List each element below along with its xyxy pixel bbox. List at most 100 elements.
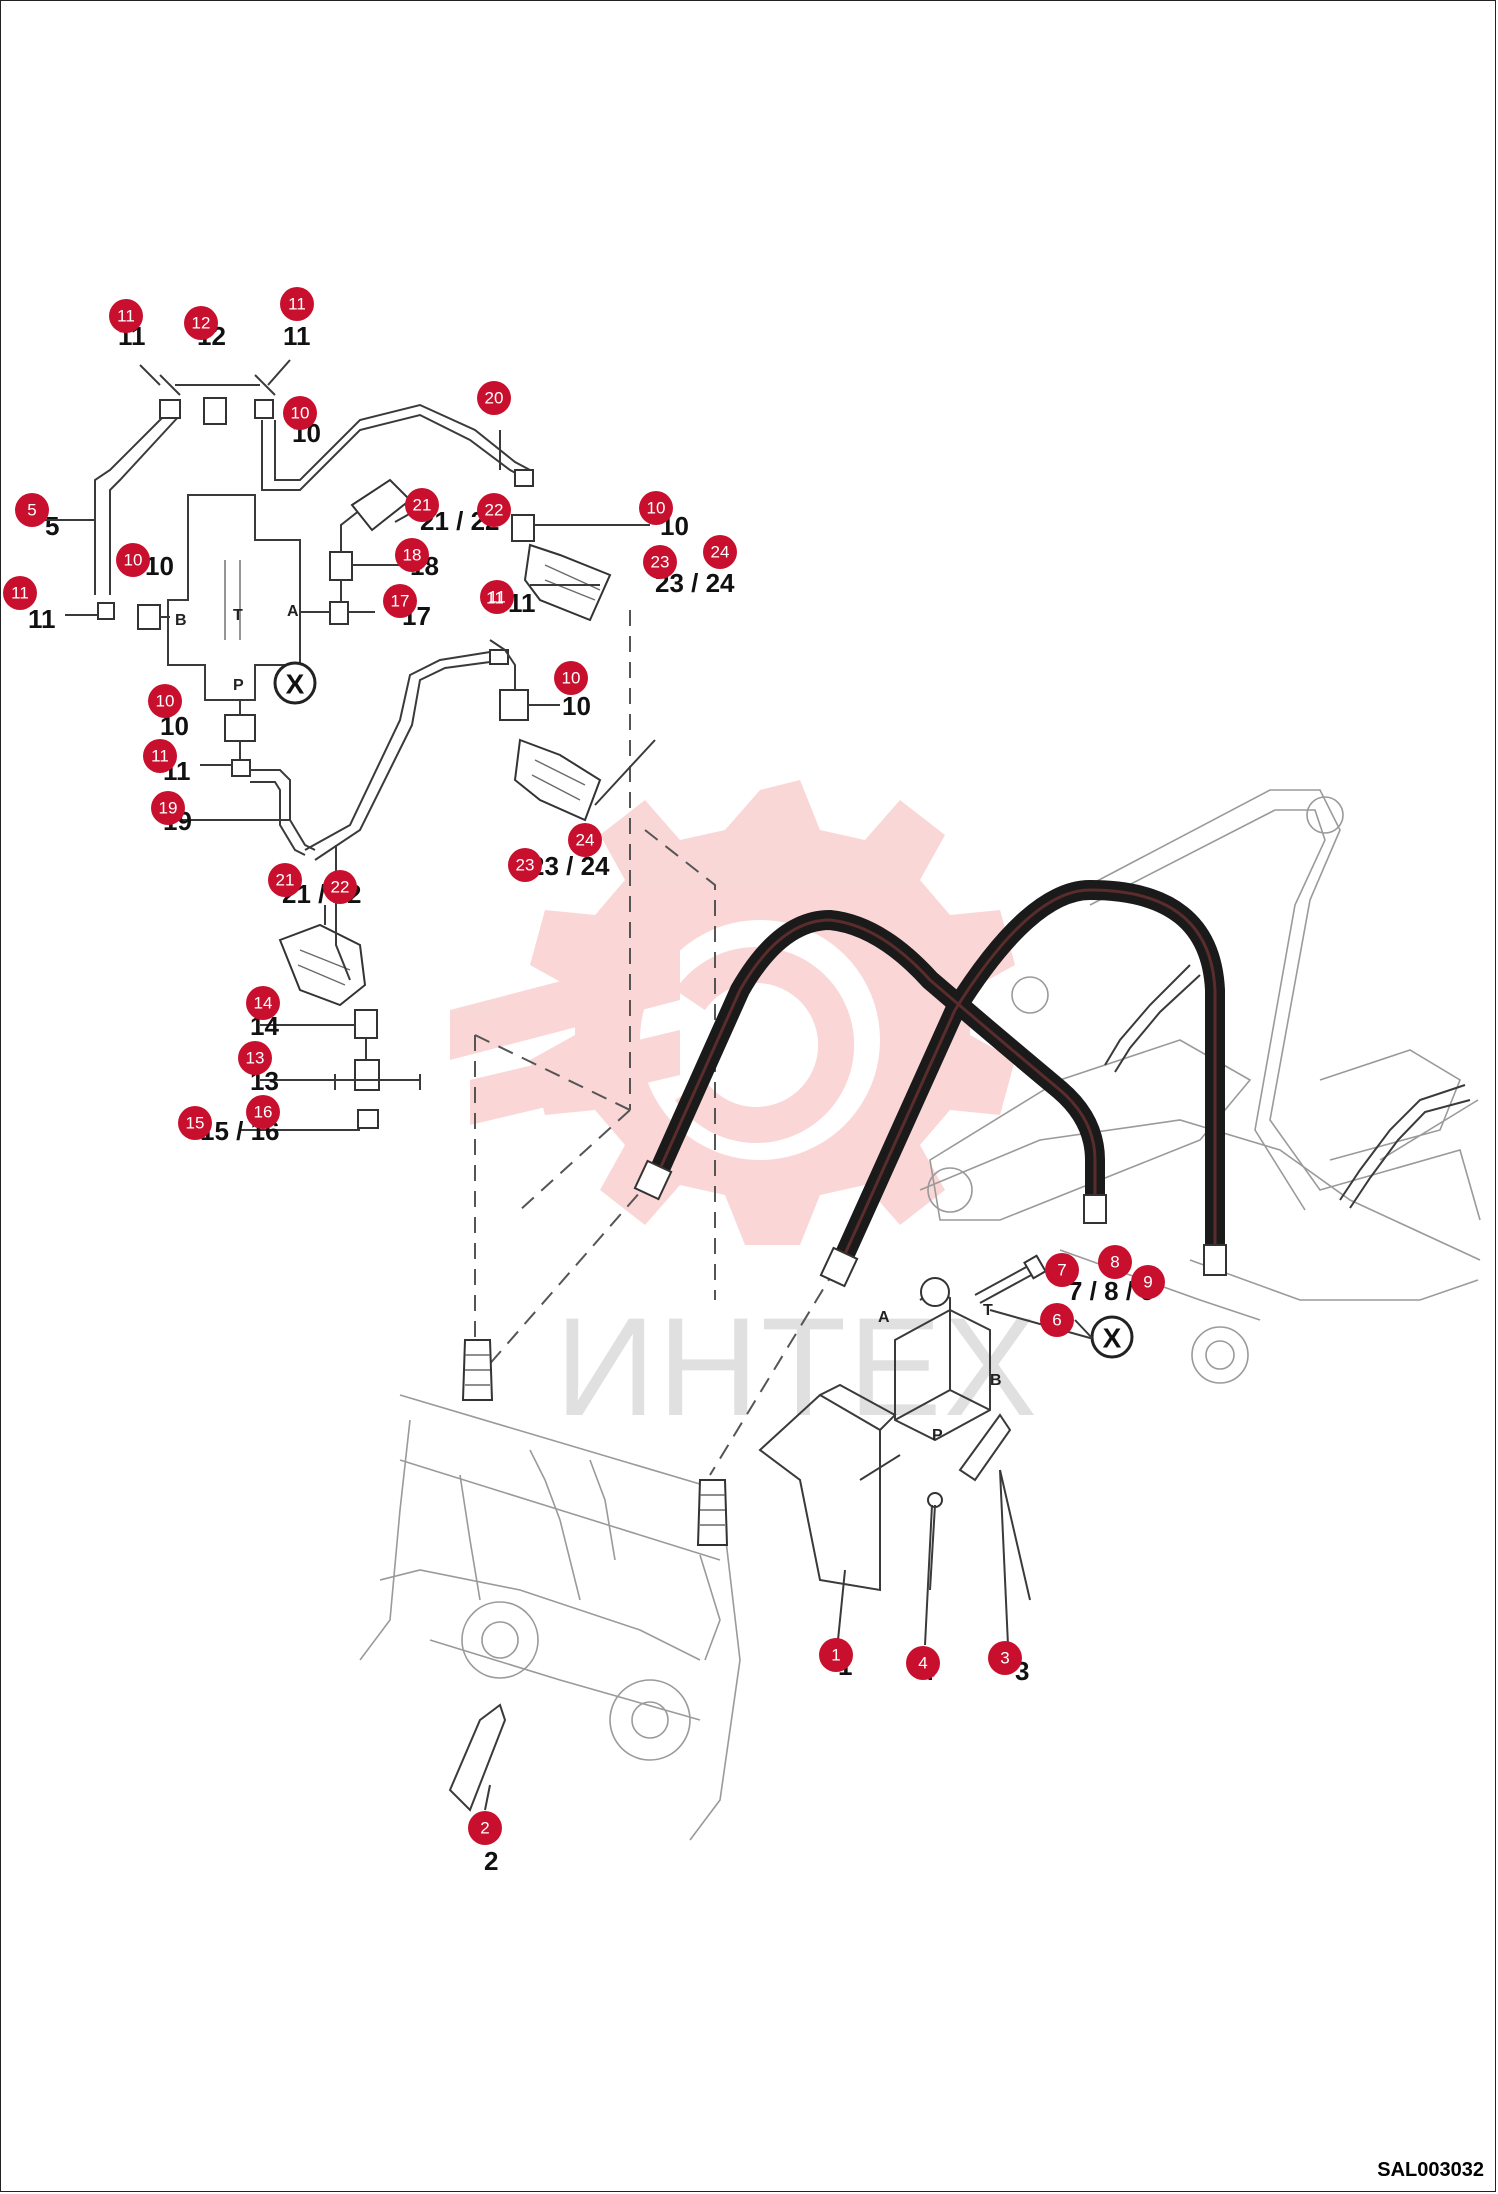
svg-text:3: 3 [1000,1649,1009,1668]
callout-23-b: 23 [508,848,542,882]
svg-text:11: 11 [151,747,169,766]
svg-text:6: 6 [1052,1311,1061,1330]
svg-text:22: 22 [485,501,504,520]
svg-text:9: 9 [1143,1273,1152,1292]
port-label-b-upper: B [175,612,187,629]
svg-text:10: 10 [647,499,666,518]
svg-text:24: 24 [711,543,730,562]
main-hoses [633,880,1227,1288]
callout-1: 1 [819,1638,853,1672]
svg-text:21: 21 [276,871,295,890]
quick-coupler [359,1339,741,1841]
callout-11-f: 11 [486,589,504,608]
callout-16: 16 [246,1095,280,1129]
callout-4: 4 [906,1646,940,1680]
svg-text:10: 10 [124,551,143,570]
svg-text:10: 10 [291,404,310,423]
callout-13: 13 [238,1041,272,1075]
svg-text:5: 5 [27,501,36,520]
callout-22-a: 22 [477,493,511,527]
callout-11-b: 11 [280,287,314,321]
svg-text:10: 10 [562,669,581,688]
callout-20: 20 [477,381,511,415]
port-label-t-lower: T [983,1302,993,1319]
callout-24-a: 24 [703,535,737,569]
label-11-left: 11 [28,604,56,634]
svg-text:22: 22 [331,878,350,897]
port-label-t-upper: T [233,607,243,624]
callout-22-b: 22 [323,870,357,904]
svg-text:1: 1 [831,1646,840,1665]
callout-3: 3 [988,1641,1022,1675]
control-valve-assembly: A T B P [758,1254,1092,1601]
callout-5: 5 [15,493,49,527]
callout-11-e: 11 [143,739,177,773]
port-label-a-lower: A [878,1309,890,1326]
svg-text:13: 13 [246,1049,265,1068]
callout-11-d: 11 [480,580,514,614]
callout-17: 17 [383,584,417,618]
svg-text:4: 4 [918,1654,927,1673]
callout-21-b: 21 [268,863,302,897]
callout-19: 19 [151,791,185,825]
svg-text:11: 11 [288,295,306,314]
svg-text:18: 18 [403,546,422,565]
callout-14: 14 [246,986,280,1020]
callout-12: 12 [184,306,218,340]
callout-6: 6 [1040,1303,1074,1337]
callout-10-d: 10 [554,661,588,695]
svg-text:20: 20 [485,389,504,408]
coupler-detail [240,905,421,1131]
callout-9: 9 [1131,1265,1165,1299]
svg-text:11: 11 [486,589,504,608]
svg-text:11: 11 [117,307,135,326]
port-label-b-lower: B [990,1372,1002,1389]
valve-schematic: B T A P [65,359,650,861]
callout-11-a: 11 [109,299,143,333]
x-marker-upper: X [273,661,317,705]
svg-text:15: 15 [186,1114,205,1133]
svg-text:X: X [286,669,305,700]
callout-bubbles: 11 12 11 10 20 5 21 22 10 18 24 23 10 11… [3,287,1165,1845]
callout-8: 8 [1098,1245,1132,1279]
callout-10-e: 10 [148,684,182,718]
callout-21-a: 21 [405,488,439,522]
callout-23-a: 23 [643,545,677,579]
svg-text:10: 10 [156,692,175,711]
port-label-p-upper: P [233,677,244,694]
svg-text:17: 17 [391,592,410,611]
svg-text:16: 16 [254,1103,273,1122]
svg-text:21: 21 [413,496,432,515]
callout-24-b: 24 [568,823,602,857]
label-10-left: 10 [145,551,174,581]
label-10-right-lower: 10 [562,691,591,721]
svg-text:11: 11 [11,584,29,603]
svg-text:23: 23 [516,856,535,875]
svg-text:24: 24 [576,831,595,850]
label-23-24-lower: 23 / 24 [530,851,610,881]
excavator-boom [919,789,1481,1384]
label-2: 2 [484,1846,498,1876]
callout-7: 7 [1045,1253,1079,1287]
svg-text:X: X [1103,1323,1122,1354]
svg-text:7: 7 [1057,1261,1066,1280]
label-5: 5 [45,511,59,541]
svg-text:19: 19 [159,799,178,818]
svg-text:8: 8 [1110,1253,1119,1272]
watermark-text: ИНТЕХ [555,1288,1039,1445]
dashed-leaders [474,610,851,1476]
port-label-p-lower: P [932,1427,943,1444]
callout-10-b: 10 [639,491,673,525]
x-marker-lower: X [1090,1315,1134,1359]
label-11-top-right: 11 [283,321,311,351]
svg-text:11: 11 [488,588,506,607]
callout-15: 15 [178,1106,212,1140]
callout-10-a: 10 [283,396,317,430]
callout-11-c: 11 [3,576,37,610]
callout-10-c: 10 [116,543,150,577]
port-label-a-upper: A [287,603,299,620]
callout-2: 2 [468,1811,502,1845]
callout-18: 18 [395,538,429,572]
